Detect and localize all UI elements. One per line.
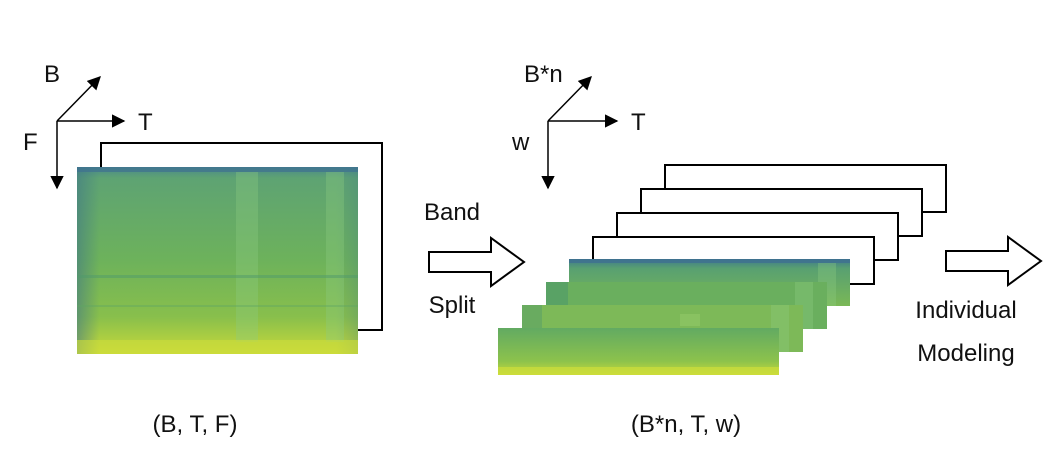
left-axis-f-label: F xyxy=(23,129,38,156)
left-axis-b-label: B xyxy=(44,61,60,88)
left-tensor: (B, T, F) xyxy=(77,142,383,438)
right-axis-w-label: w xyxy=(511,129,530,156)
split-arrow-shape xyxy=(428,236,526,288)
right-caption: (B*n, T, w) xyxy=(631,411,741,438)
right-axis-bn-arrow xyxy=(547,76,592,122)
individual-modeling-arrow: Individual Modeling xyxy=(915,235,1043,367)
output-label-line2: Modeling xyxy=(917,340,1014,367)
band-split-arrow: Band Split xyxy=(424,199,526,319)
right-tensor: (B*n, T, w) xyxy=(498,164,947,438)
right-axis-bn-label: B*n xyxy=(524,61,563,88)
left-axis-t-label: T xyxy=(138,109,153,136)
arrow-label-bottom: Split xyxy=(429,292,476,319)
modeling-arrow-shape xyxy=(945,235,1043,287)
arrow-label-top: Band xyxy=(424,199,480,226)
right-axis-t-label: T xyxy=(631,109,646,136)
output-label-line1: Individual xyxy=(915,297,1016,324)
right-axes: B*n T w xyxy=(511,61,646,190)
left-axis-b-arrow xyxy=(56,76,101,122)
band-spectrogram-4 xyxy=(498,328,779,375)
left-spectrogram xyxy=(77,167,358,354)
left-caption: (B, T, F) xyxy=(153,411,238,438)
left-axes: B T F xyxy=(23,61,153,190)
